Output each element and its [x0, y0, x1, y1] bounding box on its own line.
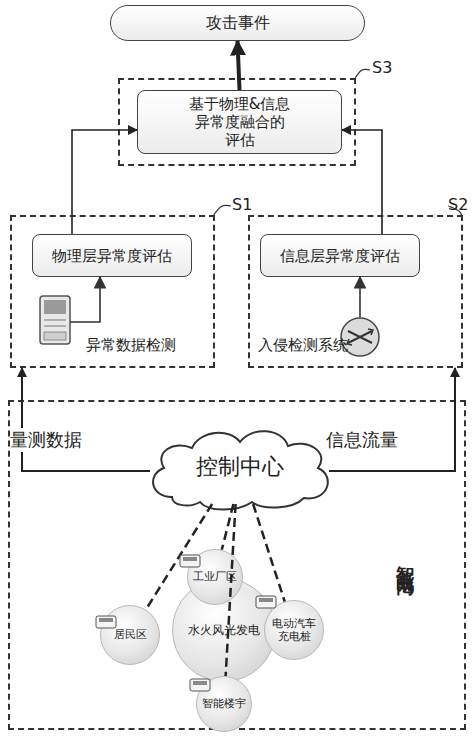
- connector: [72, 130, 137, 234]
- component-label: 异常数据检测: [86, 336, 176, 355]
- node-text: 信息层异常度评估: [280, 247, 400, 265]
- consumer-circle: 居民区: [100, 605, 160, 665]
- connector: [253, 504, 285, 602]
- step-region: S3基于物理&信息异常度融合的评估: [118, 78, 356, 166]
- leader-line: [354, 69, 370, 80]
- cloud-shape: [153, 431, 328, 509]
- process-box: 物理层异常度评估: [32, 234, 192, 277]
- connector: [238, 41, 240, 90]
- consumer-circle: 工业厂区: [187, 549, 243, 605]
- consumer-circle: 智能楼宇: [196, 676, 252, 732]
- flow-arrow: [359, 277, 361, 317]
- control-cloud: 控制中心: [142, 422, 337, 512]
- node-text: 居民区: [114, 628, 147, 641]
- connector: [342, 130, 382, 234]
- connector: [146, 504, 212, 610]
- consumer-circle: 电动汽车充电桩: [264, 600, 324, 660]
- component-label: 入侵检测系统: [258, 336, 348, 355]
- process-box: 基于物理&信息异常度融合的评估: [137, 90, 342, 154]
- edge-label: 量测数据: [10, 428, 82, 452]
- connector: [222, 504, 234, 550]
- node-text: 控制中心: [196, 454, 284, 480]
- region-label: 智能电网: [394, 552, 416, 568]
- node-text: 工业厂区: [193, 570, 237, 583]
- edge-label: 信息流量: [326, 428, 398, 452]
- node-text: 基于物理&信息异常度融合的评估: [188, 95, 292, 149]
- node-text: 电动汽车充电桩: [271, 617, 317, 643]
- process-box: 信息层异常度评估: [260, 234, 420, 277]
- result-box: 攻击事件: [110, 5, 365, 41]
- server-icon: [40, 296, 70, 344]
- node-text: 攻击事件: [206, 13, 270, 32]
- node-text: 水火风光发电: [188, 623, 260, 637]
- connector: [329, 368, 455, 471]
- flow-arrow: [70, 277, 100, 322]
- region-label: S1: [232, 195, 252, 214]
- connector: [226, 504, 236, 676]
- region-label: S2: [448, 195, 468, 214]
- node-text: 智能楼宇: [202, 697, 246, 710]
- connector: [22, 368, 150, 471]
- leader-line: [213, 205, 231, 216]
- node-text: 物理层异常度评估: [52, 247, 172, 265]
- region-label: S3: [372, 58, 392, 77]
